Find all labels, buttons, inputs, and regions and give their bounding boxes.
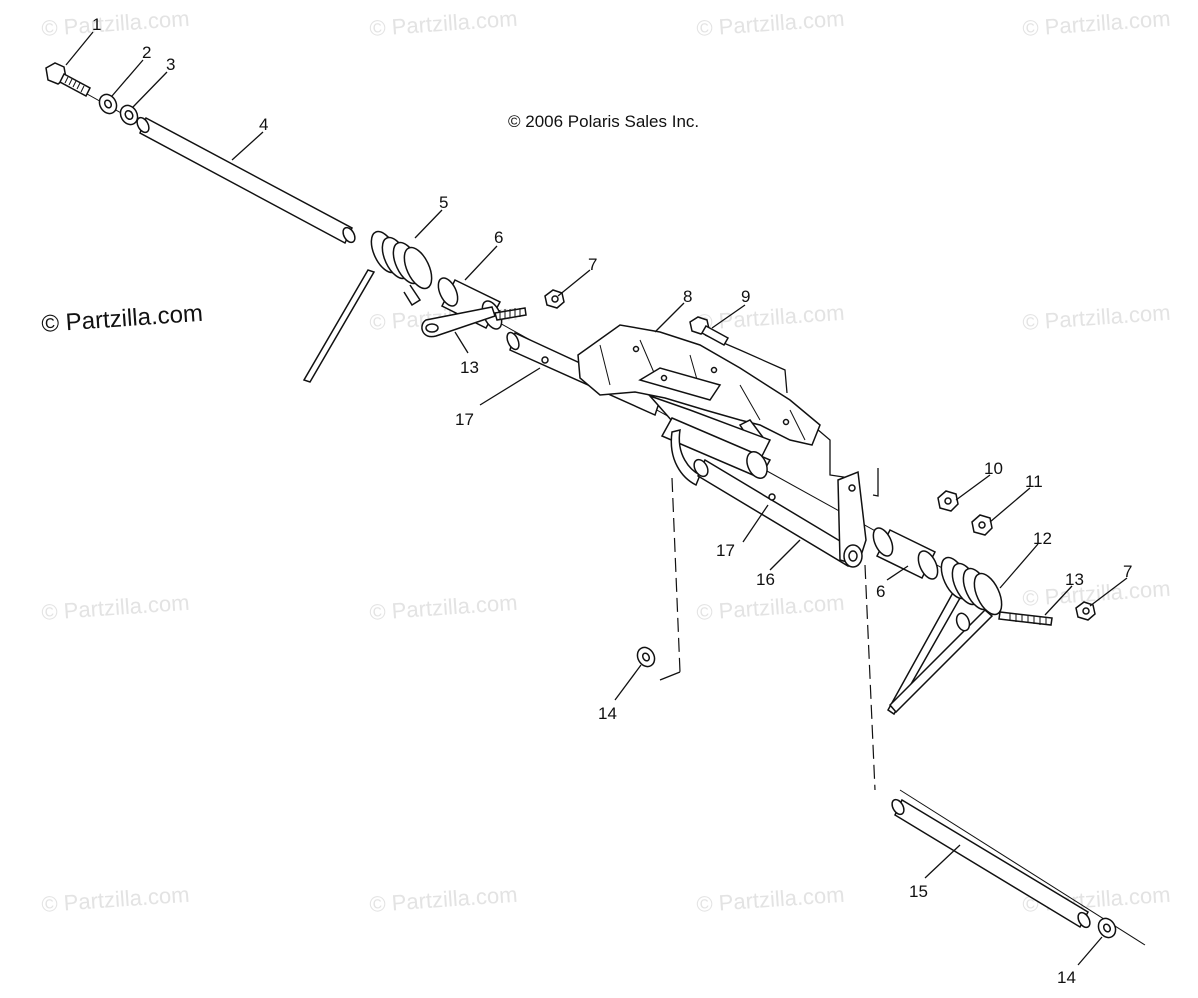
torsion-spring-5 [302,230,433,383]
nut-7-right [1075,601,1096,621]
watermark: © Partzilla.com [369,882,519,917]
watermark: © Partzilla.com [369,590,519,625]
callout-17-right: 17 [716,541,735,560]
callout-13-right: 13 [1065,570,1084,589]
callouts: 1 2 3 4 5 6 7 8 9 13 17 10 11 17 12 16 6… [92,15,1132,987]
watermark: © Partzilla.com [696,6,846,41]
washer-14-left [636,646,656,668]
callout-11: 11 [1025,472,1043,491]
torsion-spring-12 [887,556,1003,716]
callout-2: 2 [142,43,151,62]
bolt-1 [45,62,91,98]
callout-13-left: 13 [460,358,479,377]
watermark: © Partzilla.com [41,882,191,917]
washer-3 [119,104,139,126]
callout-16: 16 [756,570,775,589]
callout-6-right: 6 [876,582,885,601]
callout-8: 8 [683,287,692,306]
callout-5: 5 [439,193,448,212]
watermark: © Partzilla.com [696,590,846,625]
callout-3: 3 [166,55,175,74]
watermark: © Partzilla.com [696,300,846,335]
watermark: © Partzilla.com [1022,300,1172,335]
copyright-text: © 2006 Polaris Sales Inc. [508,112,699,131]
carrier-bracket-8 [506,324,821,487]
watermark: © Partzilla.com [41,590,191,625]
callout-7-right: 7 [1123,562,1132,581]
callout-1: 1 [92,15,101,34]
shaft-4 [136,116,356,245]
callout-12: 12 [1033,529,1052,548]
washer-2 [98,93,118,115]
watermark: © Partzilla.com [41,6,191,41]
callout-9: 9 [741,287,750,306]
watermark: © Partzilla.com [369,6,519,41]
cross-shaft-16 [693,458,867,568]
callout-4: 4 [259,115,268,134]
callout-14-left: 14 [598,704,617,723]
nut-10 [937,490,959,512]
bolt-9 [689,316,730,347]
grease-fitting-17 [541,356,776,501]
axis-lines [61,79,1146,946]
callout-14-right: 14 [1057,968,1076,987]
eye-bolt-13-left [421,306,527,338]
watermark: © Partzilla.com [696,882,846,917]
callout-15: 15 [909,882,928,901]
callout-10: 10 [984,459,1003,478]
nut-11 [971,514,993,536]
bushing-6-right [872,527,939,580]
watermark: © Partzilla.com [1022,6,1172,41]
shaft-15 [891,798,1091,929]
watermark: © Partzilla.com [1022,576,1172,611]
callout-6-left: 6 [494,228,503,247]
leader-lines [65,31,1128,966]
watermark-prominent: © Partzilla.com [41,300,204,338]
callout-7-left: 7 [588,255,597,274]
washer-14-right [1097,917,1117,939]
eye-bolt-13-right [955,611,1053,632]
callout-17-left: 17 [455,410,474,429]
